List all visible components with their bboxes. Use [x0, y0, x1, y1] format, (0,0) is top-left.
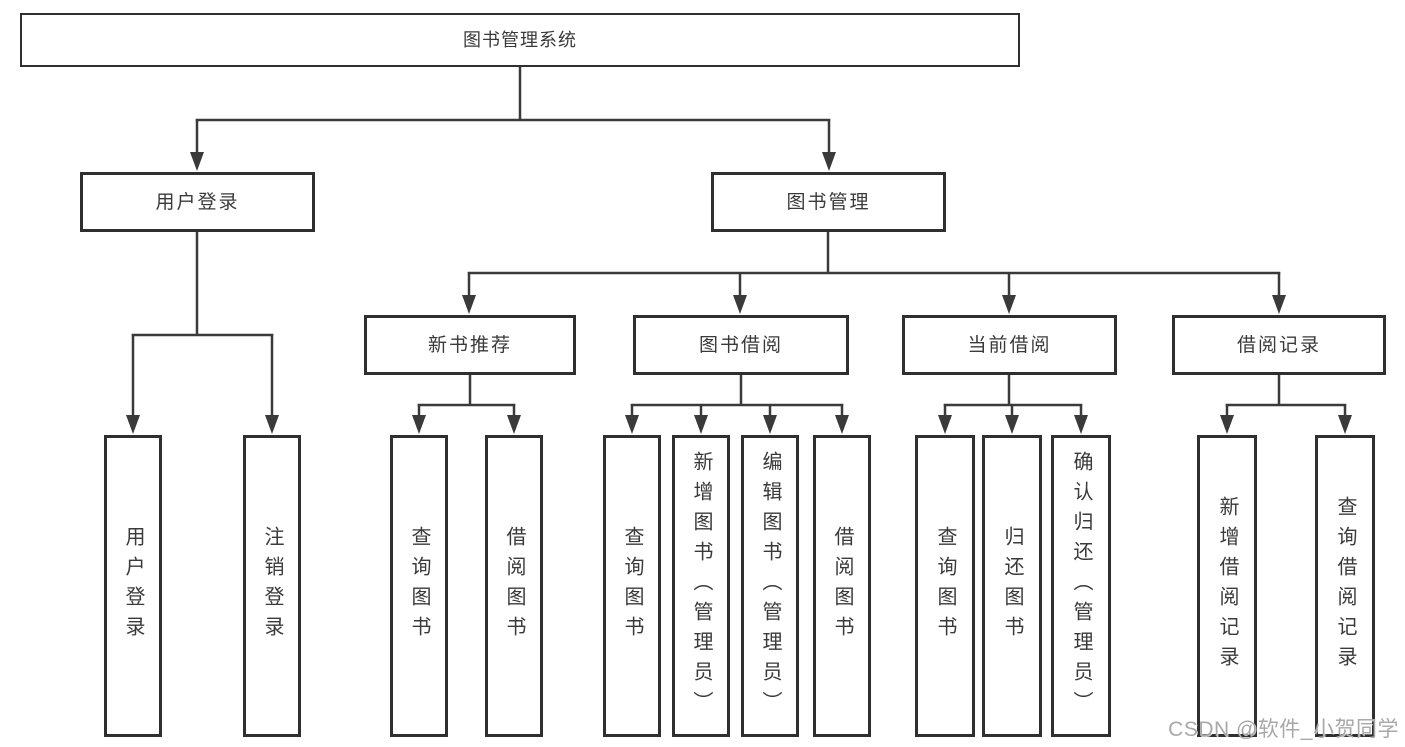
node-label: 查询借阅记录 [1334, 496, 1356, 676]
arrow-down-icon [1272, 295, 1286, 314]
node-label: 查询图书 [934, 526, 956, 646]
leaf-logout: 注销登录 [243, 435, 301, 737]
node-label: 用户登录 [122, 526, 144, 646]
arrow-down-icon [190, 152, 204, 171]
leaf-return-books: 归还图书 [982, 435, 1042, 737]
arrow-down-icon [1005, 415, 1019, 434]
node-label: 用户登录 [155, 191, 240, 213]
arrow-down-icon [694, 415, 708, 434]
leaf-query-books-borrowing: 查询图书 [603, 435, 661, 737]
node-book-borrowing: 图书借阅 [633, 315, 849, 375]
node-label: 借阅图书 [503, 526, 525, 646]
node-label: 图书管理系统 [463, 30, 577, 50]
node-label: 新增图书（管理员） [690, 451, 712, 721]
node-borrowing-records: 借阅记录 [1172, 315, 1386, 375]
node-label: 新书推荐 [427, 334, 512, 356]
node-label: 确认归还（管理员） [1070, 451, 1092, 721]
node-label: 查询图书 [621, 526, 643, 646]
arrow-down-icon [1338, 415, 1352, 434]
node-label: 借阅记录 [1236, 334, 1321, 356]
node-label: 新增借阅记录 [1216, 496, 1238, 676]
watermark: CSDN @软件_小贺同学 [1168, 718, 1399, 741]
leaf-user-login: 用户登录 [104, 435, 162, 737]
node-user-login: 用户登录 [80, 172, 315, 232]
leaf-confirm-return-admin: 确认归还（管理员） [1051, 435, 1111, 737]
leaf-edit-books-admin: 编辑图书（管理员） [741, 435, 799, 737]
node-label: 归还图书 [1001, 526, 1023, 646]
node-library-management-system: 图书管理系统 [20, 13, 1020, 67]
node-current-borrowing: 当前借阅 [902, 315, 1117, 375]
node-label: 图书管理 [786, 191, 871, 213]
connector-borrowing-records-to-leaves [1220, 375, 1352, 434]
arrow-down-icon [462, 295, 476, 314]
leaf-add-borrowing-record: 新增借阅记录 [1197, 435, 1257, 737]
leaf-borrow-books-borrowing: 借阅图书 [813, 435, 871, 737]
arrow-down-icon [507, 415, 521, 434]
node-new-book-recommendation: 新书推荐 [364, 315, 576, 375]
arrow-down-icon [126, 415, 140, 434]
connector-current-borrowing-to-leaves [938, 375, 1088, 434]
connector-new-book-recommendation-to-leaves [412, 375, 521, 434]
connector-user-login-to-leaves [126, 232, 279, 434]
arrow-down-icon [1002, 295, 1016, 314]
connector-book-management-to-level3 [462, 232, 1286, 314]
leaf-query-borrowing-record: 查询借阅记录 [1315, 435, 1375, 737]
node-label: 编辑图书（管理员） [759, 451, 781, 721]
leaf-query-books-current: 查询图书 [915, 435, 975, 737]
node-book-management: 图书管理 [711, 172, 946, 232]
node-label: 借阅图书 [831, 526, 853, 646]
arrow-down-icon [733, 295, 747, 314]
arrow-down-icon [763, 415, 777, 434]
node-label: 查询图书 [408, 526, 430, 646]
node-label: 当前借阅 [967, 334, 1052, 356]
leaf-add-books-admin: 新增图书（管理员） [672, 435, 730, 737]
leaf-borrow-books-recommendation: 借阅图书 [485, 435, 543, 737]
arrow-down-icon [1074, 415, 1088, 434]
node-label: 图书借阅 [698, 334, 783, 356]
arrow-down-icon [938, 415, 952, 434]
connector-root-to-level2 [190, 67, 836, 171]
connector-book-borrowing-to-leaves [625, 375, 849, 434]
arrow-down-icon [625, 415, 639, 434]
arrow-down-icon [412, 415, 426, 434]
arrow-down-icon [835, 415, 849, 434]
leaf-query-books-recommendation: 查询图书 [390, 435, 448, 737]
arrow-down-icon [822, 152, 836, 171]
arrow-down-icon [1220, 415, 1234, 434]
node-label: 注销登录 [261, 526, 283, 646]
arrow-down-icon [265, 415, 279, 434]
